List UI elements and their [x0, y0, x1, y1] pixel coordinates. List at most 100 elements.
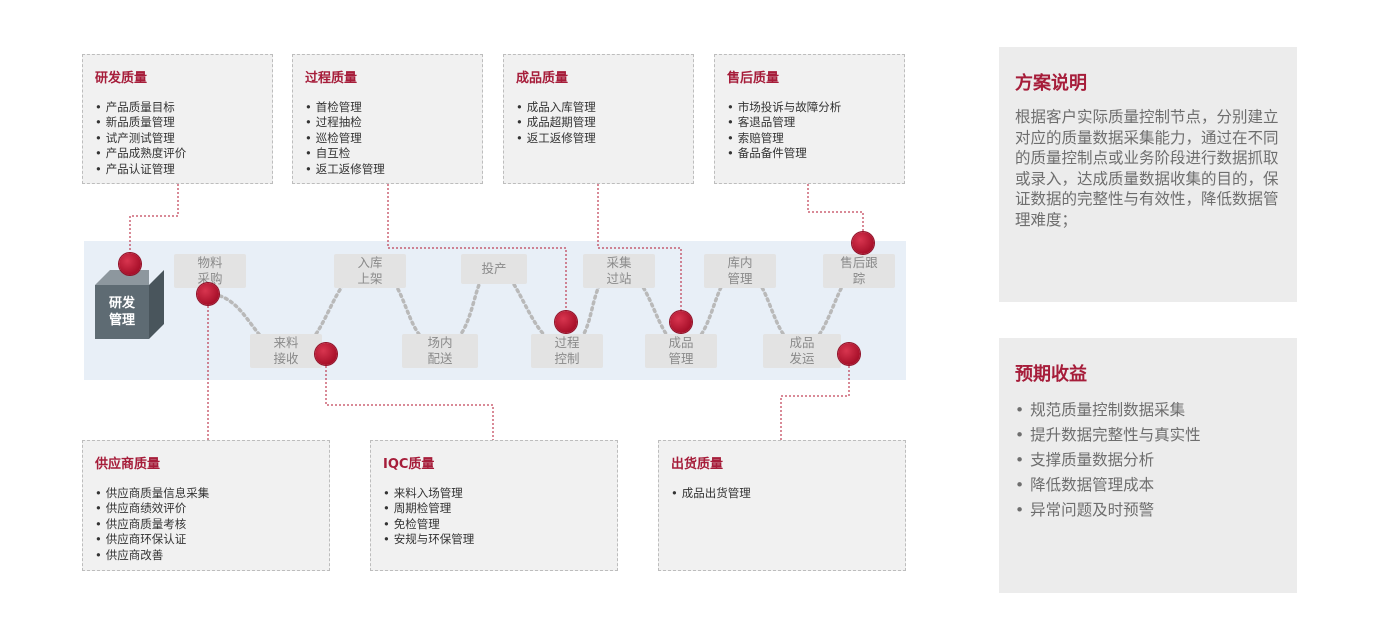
- list-item: 来料入场管理: [383, 486, 605, 501]
- node-line2: 踪: [852, 271, 866, 286]
- node-line1: 来料: [273, 335, 299, 350]
- list-item: 提升数据完整性与真实性: [1015, 423, 1281, 448]
- item-list: 成品入库管理 成品超期管理 返工返修管理: [516, 100, 681, 146]
- node-line2: 接收: [273, 351, 299, 366]
- item-list: 成品出货管理: [671, 486, 893, 501]
- supplier-quality-box: 供应商质量 供应商质量信息采集 供应商绩效评价 供应商质量考核 供应商环保认证 …: [82, 440, 330, 571]
- benefit-list: 规范质量控制数据采集 提升数据完整性与真实性 支撑质量数据分析 降低数据管理成本…: [1015, 398, 1281, 523]
- item-list: 产品质量目标 新品质量管理 试产测试管理 产品成熟度评价 产品认证管理: [95, 100, 260, 177]
- list-item: 周期检管理: [383, 501, 605, 516]
- checkpoint-dot-supplier: [197, 283, 219, 305]
- list-item: 产品质量目标: [95, 100, 260, 115]
- after-sales-quality-box: 售后质量 市场投诉与故障分析 客退品管理 索赔管理 备品备件管理: [714, 54, 905, 184]
- node-line2: 上架: [357, 271, 383, 286]
- panel-title: 预期收益: [1015, 364, 1087, 385]
- box-title: 研发质量: [95, 71, 148, 86]
- list-item: 安规与环保管理: [383, 532, 605, 547]
- list-item: 成品超期管理: [516, 115, 681, 130]
- checkpoint-dot-shipping: [838, 343, 860, 365]
- node-line1: 库内: [727, 255, 753, 270]
- item-list: 来料入场管理 周期检管理 免检管理 安规与环保管理: [383, 486, 605, 548]
- process-quality-box: 过程质量 首检管理 过程抽检 巡检管理 自互检 返工返修管理: [292, 54, 483, 184]
- list-item: 供应商绩效评价: [95, 501, 317, 516]
- rd-quality-box: 研发质量 产品质量目标 新品质量管理 试产测试管理 产品成熟度评价 产品认证管理: [82, 54, 273, 184]
- node-process-control: 过程控制: [531, 334, 603, 368]
- link-iqc: [325, 354, 494, 440]
- cube-label-line2: 管理: [108, 313, 135, 328]
- box-title: 过程质量: [305, 71, 358, 86]
- node-line1: 场内: [427, 335, 453, 350]
- node-line1: 成品: [789, 335, 815, 350]
- list-item: 客退品管理: [727, 115, 892, 130]
- node-product-management: 成品管理: [645, 334, 717, 368]
- link-shipping: [780, 354, 850, 440]
- node-line1: 物料: [197, 255, 223, 270]
- node-line2: 管理: [727, 271, 753, 286]
- list-item: 支撑质量数据分析: [1015, 448, 1281, 473]
- box-title: 成品质量: [516, 71, 569, 86]
- list-item: 免检管理: [383, 517, 605, 532]
- list-item: 成品出货管理: [671, 486, 893, 501]
- node-production-start: 投产: [461, 254, 527, 284]
- box-title: 出货质量: [671, 457, 724, 472]
- node-line1: 过程: [554, 335, 580, 350]
- plan-description-panel: 方案说明 根据客户实际质量控制节点，分别建立对应的质量数据采集能力，通过在不同的…: [999, 47, 1297, 302]
- item-list: 供应商质量信息采集 供应商绩效评价 供应商质量考核 供应商环保认证 供应商改善: [95, 486, 317, 563]
- cube-top: [95, 270, 149, 285]
- node-after-sales-tracking: 售后跟踪: [823, 254, 895, 288]
- node-line1: 售后跟: [840, 255, 878, 270]
- list-item: 新品质量管理: [95, 115, 260, 130]
- node-product-shipping: 成品发运: [763, 334, 841, 368]
- list-item: 产品认证管理: [95, 162, 260, 177]
- rd-management-cube: 研发 管理: [95, 285, 149, 339]
- list-item: 异常问题及时预警: [1015, 498, 1281, 523]
- node-collect-pass-station: 采集过站: [583, 254, 655, 288]
- node-warehouse-in: 入库上架: [334, 254, 406, 288]
- node-internal-delivery: 场内配送: [402, 334, 478, 368]
- list-item: 降低数据管理成本: [1015, 473, 1281, 498]
- node-line1: 入库: [357, 255, 383, 270]
- expected-benefits-panel: 预期收益 规范质量控制数据采集 提升数据完整性与真实性 支撑质量数据分析 降低数…: [999, 338, 1297, 593]
- node-line2: 控制: [554, 351, 580, 366]
- list-item: 巡检管理: [305, 131, 470, 146]
- cube-label-line1: 研发: [108, 296, 135, 311]
- list-item: 返工返修管理: [516, 131, 681, 146]
- list-item: 供应商改善: [95, 548, 317, 563]
- link-rd: [129, 184, 179, 262]
- list-item: 试产测试管理: [95, 131, 260, 146]
- link-after-sales: [807, 184, 864, 242]
- item-list: 市场投诉与故障分析 客退品管理 索赔管理 备品备件管理: [727, 100, 892, 162]
- item-list: 首检管理 过程抽检 巡检管理 自互检 返工返修管理: [305, 100, 470, 177]
- node-material-purchase: 物料采购: [174, 254, 246, 288]
- list-item: 供应商质量考核: [95, 517, 317, 532]
- list-item: 成品入库管理: [516, 100, 681, 115]
- list-item: 备品备件管理: [727, 146, 892, 161]
- box-title: IQC质量: [383, 457, 435, 472]
- list-item: 返工返修管理: [305, 162, 470, 177]
- list-item: 产品成熟度评价: [95, 146, 260, 161]
- node-line2: 过站: [606, 271, 632, 286]
- box-title: 供应商质量: [95, 457, 161, 472]
- list-item: 索赔管理: [727, 131, 892, 146]
- node-line2: 发运: [789, 351, 815, 366]
- checkpoint-dot-rd: [119, 253, 141, 275]
- node-line2: 管理: [668, 351, 694, 366]
- list-item: 供应商质量信息采集: [95, 486, 317, 501]
- panel-text: 根据客户实际质量控制节点，分别建立对应的质量数据采集能力，通过在不同的质量控制点…: [1015, 108, 1279, 229]
- node-line2: 配送: [427, 351, 453, 366]
- node-line1: 投产: [481, 261, 507, 276]
- list-item: 市场投诉与故障分析: [727, 100, 892, 115]
- shipping-quality-box: 出货质量 成品出货管理: [658, 440, 906, 571]
- list-item: 过程抽检: [305, 115, 470, 130]
- iqc-quality-box: IQC质量 来料入场管理 周期检管理 免检管理 安规与环保管理: [370, 440, 618, 571]
- product-quality-box: 成品质量 成品入库管理 成品超期管理 返工返修管理: [503, 54, 694, 184]
- checkpoint-dot-product: [670, 311, 692, 333]
- list-item: 供应商环保认证: [95, 532, 317, 547]
- checkpoint-dot-iqc: [315, 343, 337, 365]
- node-incoming-receive: 来料接收: [250, 334, 322, 368]
- node-line1: 成品: [668, 335, 694, 350]
- cube-side: [149, 270, 164, 339]
- link-process: [387, 184, 567, 320]
- checkpoint-dot-after-sales: [852, 232, 874, 254]
- panel-title: 方案说明: [1015, 73, 1087, 94]
